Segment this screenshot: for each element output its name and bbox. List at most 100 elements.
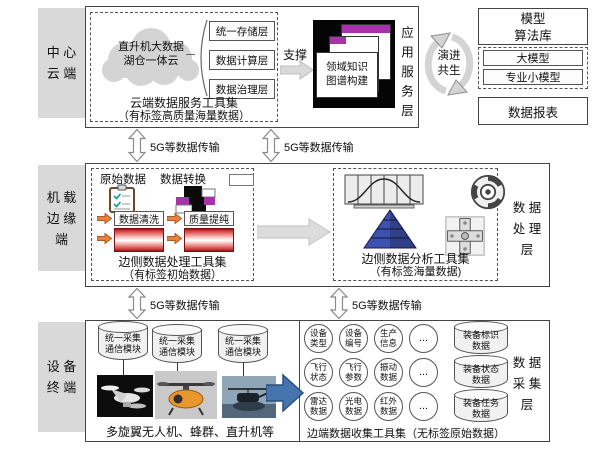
band-label-device-line1: 设 备 bbox=[46, 359, 77, 374]
connector-line bbox=[123, 360, 124, 375]
connector-line bbox=[243, 363, 244, 376]
big-model-label: 大模型 bbox=[516, 53, 550, 65]
analysis-toolset-title: 边侧数据分析工具集 bbox=[361, 252, 470, 266]
ellipsis-circle: ... bbox=[409, 324, 438, 353]
data-processing-line1: 数 据 bbox=[512, 201, 542, 215]
storage-layer-label: 统一存储层 bbox=[215, 25, 269, 38]
updown-arrow-icon bbox=[262, 129, 280, 162]
red-data-roll-icon bbox=[184, 228, 234, 252]
band-label-device: 设 备 终 端 bbox=[38, 322, 85, 432]
red-data-roll-icon bbox=[114, 228, 164, 252]
updown-arrow-icon bbox=[128, 129, 146, 162]
processing-toolset-subtitle: （有标签初始数据） bbox=[123, 269, 222, 281]
cloud-text: 直升机大数据 湖仓一体云 bbox=[96, 40, 206, 68]
data-item-circle: 振动数据 bbox=[374, 358, 403, 387]
aircraft-caption: 多旋翼无人机、蜂群、直升机等 bbox=[105, 425, 274, 439]
purify-box: 质量提纯 bbox=[184, 211, 234, 226]
purify-label: 质量提纯 bbox=[189, 215, 229, 226]
pyramid-icon bbox=[362, 208, 418, 250]
model-library-line2: 算法库 bbox=[514, 29, 552, 43]
data-collection-line1: 数 据 bbox=[512, 356, 542, 370]
cycle-text-line1: 演进 bbox=[437, 50, 461, 62]
histogram-icon bbox=[344, 174, 424, 210]
processing-toolset-title: 边侧数据处理工具集 bbox=[118, 255, 227, 269]
data-processing-line3: 层 bbox=[520, 243, 534, 257]
doc-page-front: 领域知识 图谱构建 bbox=[316, 52, 378, 98]
governance-layer-box: 数据治理层 bbox=[209, 79, 275, 99]
tiles-icon bbox=[172, 186, 218, 214]
orange-arrow-icon bbox=[97, 233, 112, 244]
knowledge-doc-icon: 领域知识 图谱构建 bbox=[313, 20, 395, 108]
data-item-circle: 雷达数据 bbox=[304, 392, 333, 421]
transmission-label-3: 5G等数据传输 bbox=[150, 300, 220, 312]
doc-page-back-bar bbox=[342, 25, 390, 33]
data-item-circle: 红外数据 bbox=[374, 392, 403, 421]
orange-arrow-icon bbox=[167, 233, 182, 244]
device-divider bbox=[299, 320, 300, 442]
cloud-text-line1: 直升机大数据 bbox=[118, 41, 184, 53]
data-item-circle: 飞行状态 bbox=[304, 358, 333, 387]
comm-line2: 通信模块 bbox=[224, 346, 261, 357]
compute-layer-box: 数据计算层 bbox=[209, 50, 275, 70]
data-item-circle: 设备编号 bbox=[339, 324, 368, 353]
big-model-box: 大模型 bbox=[483, 50, 583, 66]
data-item-circle: 生产信息 bbox=[374, 324, 403, 353]
transmission-label-1: 5G等数据传输 bbox=[150, 142, 220, 154]
data-item-circle: 飞行参数 bbox=[339, 358, 368, 387]
collection-toolset-title: 边端数据收集工具集（无标签原始数据） bbox=[307, 428, 505, 440]
band-label-cloud-line1: 中 心 bbox=[46, 45, 77, 60]
clean-label: 数据清洗 bbox=[119, 215, 159, 226]
comm-line2: 通信模块 bbox=[158, 346, 195, 357]
governance-layer-label: 数据治理层 bbox=[215, 83, 269, 96]
compute-layer-label: 数据计算层 bbox=[215, 54, 269, 67]
flow-arrow-icon bbox=[257, 218, 331, 246]
app-service-layer-label: 应用服务层 bbox=[399, 26, 413, 124]
cloud-icon: 直升机大数据 湖仓一体云 bbox=[96, 22, 206, 88]
equip-status-data-cylinder: 装备状态数据 bbox=[454, 355, 508, 388]
cloud-toolset-subtitle: （有标签高质量海量数据） bbox=[118, 110, 250, 122]
storage-layer-box: 统一存储层 bbox=[209, 21, 275, 41]
uav-photo-orange bbox=[155, 371, 217, 419]
cloud-text-line2: 湖仓一体云 bbox=[123, 55, 179, 67]
doc-text-line1: 领域知识 bbox=[326, 61, 368, 73]
band-label-cloud: 中 心 云 端 bbox=[38, 8, 85, 118]
doc-text: 领域知识 图谱构建 bbox=[317, 53, 377, 88]
analysis-toolset-subtitle: （有标签海量数据) bbox=[369, 266, 462, 278]
data-processing-line2: 处 理 bbox=[512, 222, 542, 236]
comm-line1: 统一采集 bbox=[104, 333, 141, 343]
orange-arrow-icon bbox=[167, 213, 182, 224]
doc-text-line2: 图谱构建 bbox=[326, 75, 368, 87]
data-item-circle: 设备类型 bbox=[304, 324, 333, 353]
uav-photo-dark bbox=[97, 375, 153, 417]
comm-line1: 统一采集 bbox=[224, 336, 261, 346]
transmission-label-4: 5G等数据传输 bbox=[352, 300, 422, 312]
support-arrow-icon bbox=[280, 60, 314, 80]
cycle-text-line2: 共生 bbox=[437, 65, 461, 77]
blue-flow-arrow-icon bbox=[266, 372, 304, 414]
brace-connector bbox=[195, 18, 209, 98]
connector-line bbox=[177, 363, 178, 372]
updown-arrow-icon bbox=[330, 288, 348, 319]
equip-id-data-cylinder: 装备标识数据 bbox=[454, 321, 508, 354]
comm-module-cylinder: 统一采集 通信模块 bbox=[98, 321, 148, 360]
cloud-toolset-title: 云端数据服务工具集 bbox=[129, 96, 238, 110]
comm-line2: 通信模块 bbox=[104, 343, 141, 354]
transmission-label-2: 5G等数据传输 bbox=[284, 142, 354, 154]
report-box: 数据报表 bbox=[478, 97, 588, 125]
small-box-icon bbox=[229, 174, 254, 186]
equip-task-data-cylinder: 装备任务数据 bbox=[454, 389, 508, 422]
rotor-hub-part-icon bbox=[445, 216, 485, 256]
report-label: 数据报表 bbox=[507, 105, 558, 120]
small-model-label: 专业小模型 bbox=[505, 72, 561, 84]
transform-label: 数据转换 bbox=[160, 174, 206, 186]
clean-box: 数据清洗 bbox=[114, 211, 164, 226]
band-label-edge-line2: 边 缘 bbox=[46, 210, 77, 226]
data-collection-line3: 层 bbox=[520, 398, 534, 412]
data-processing-layer-label: 数 据 处 理 层 bbox=[504, 198, 550, 261]
model-library-box: 模型 算法库 bbox=[478, 8, 588, 45]
band-label-cloud-line2: 云 端 bbox=[46, 66, 77, 81]
support-label: 支撑 bbox=[283, 48, 308, 62]
ellipsis-circle: ... bbox=[409, 392, 438, 421]
band-label-device-line2: 终 端 bbox=[46, 380, 77, 395]
